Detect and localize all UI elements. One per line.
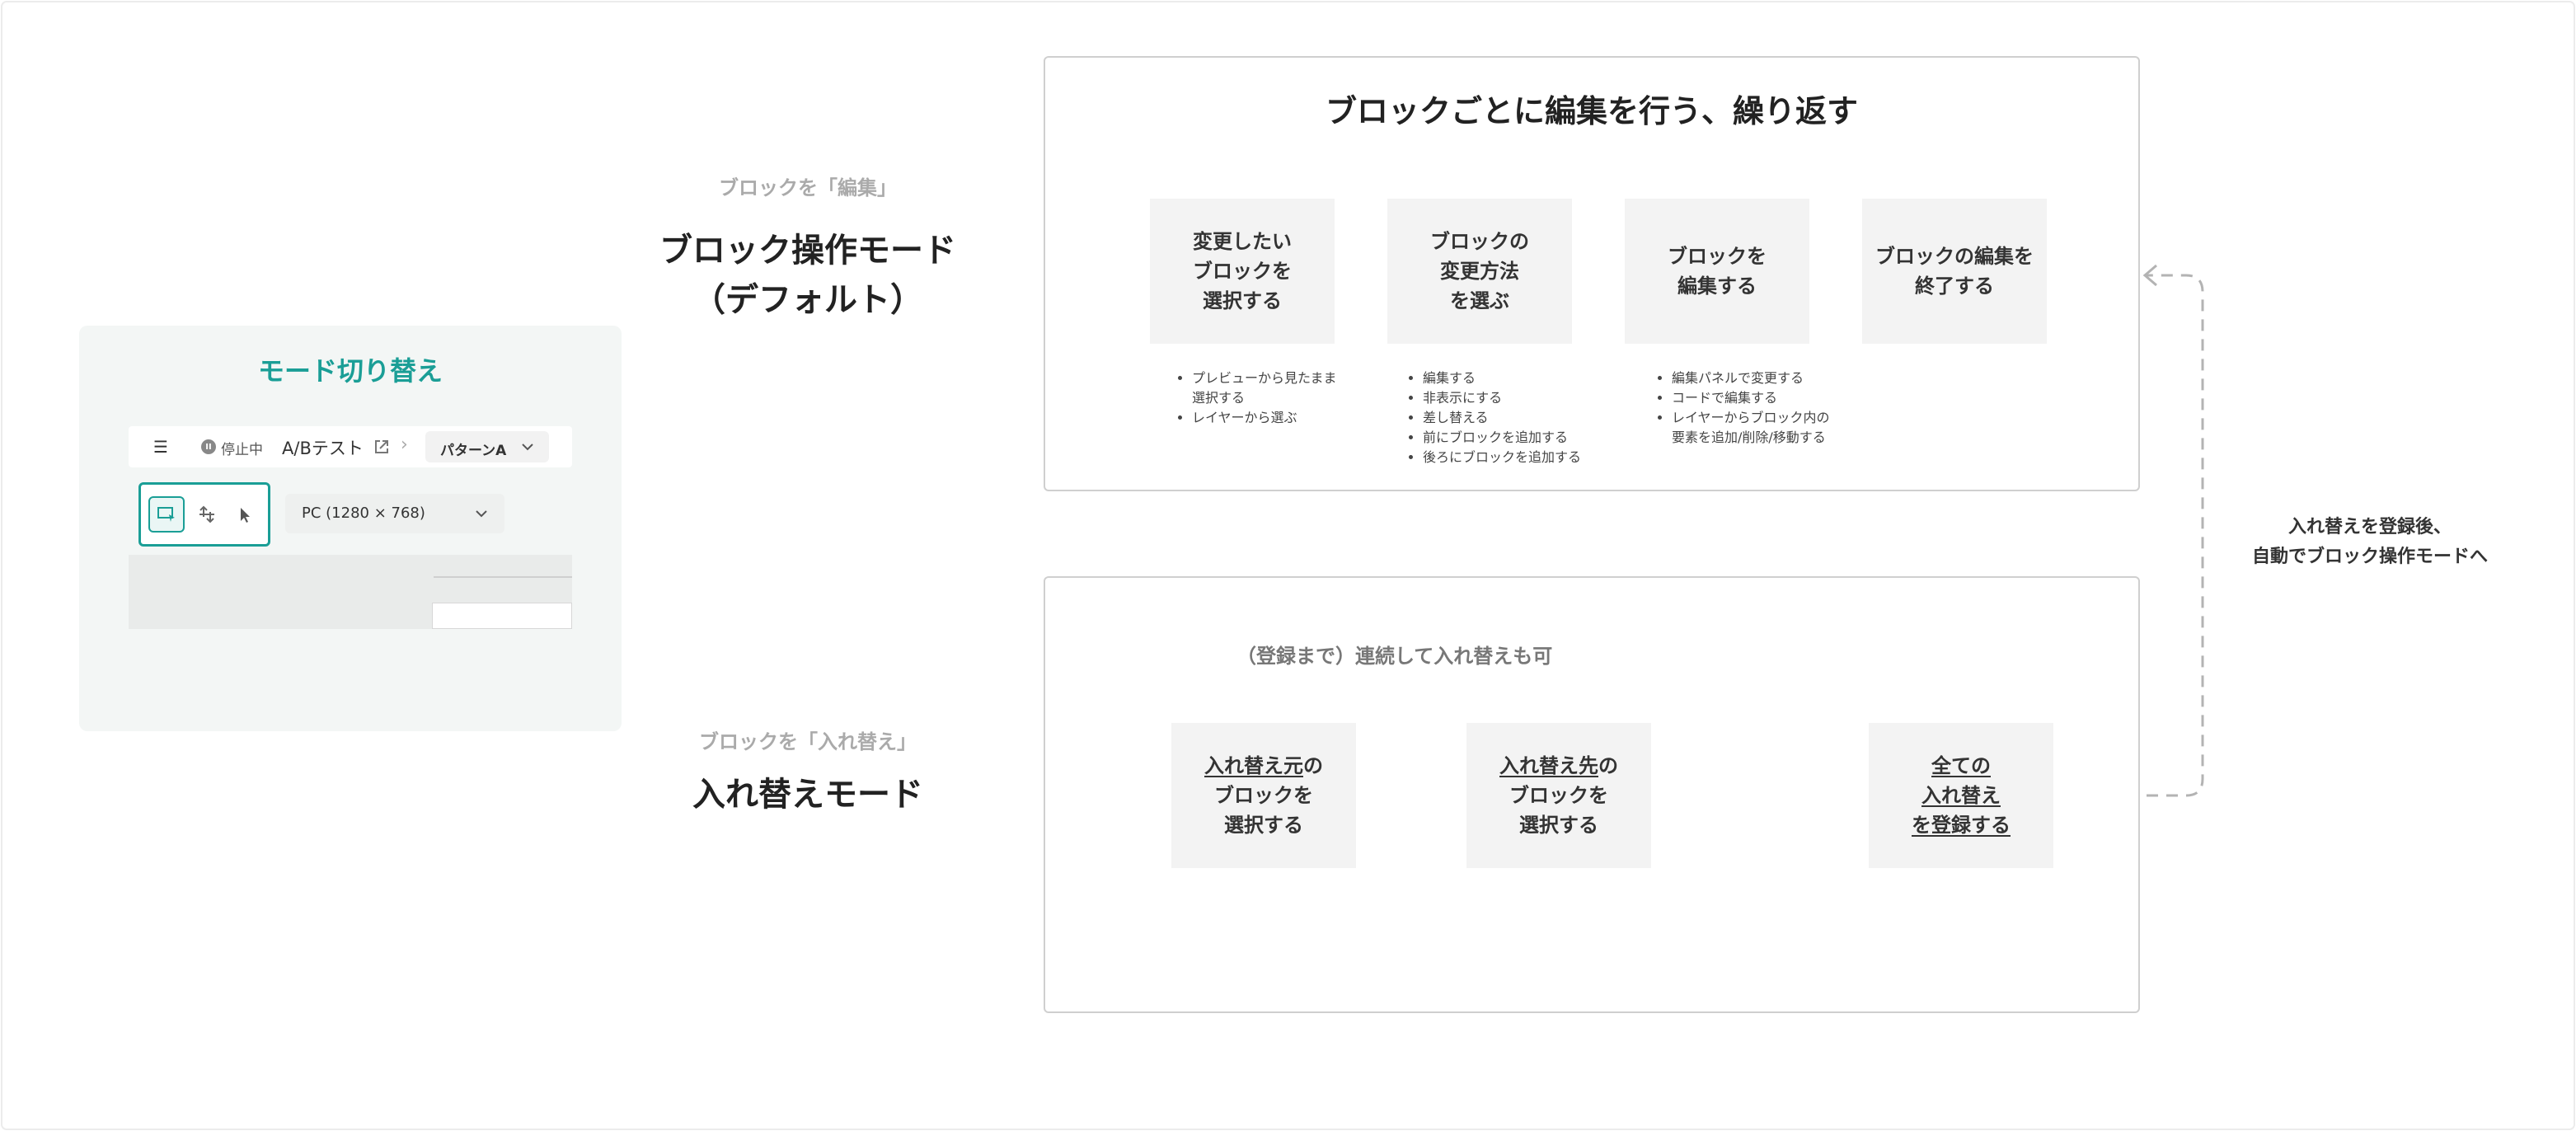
pointer-icon — [241, 508, 250, 523]
step-line: 入れ替え元の — [1204, 754, 1323, 777]
block-mode-caption: ブロックを「編集」 — [719, 176, 897, 199]
notes-edit-block: 編集パネルで変更する コードで編集する レイヤーからブロック内の要素を追加/削除… — [1657, 368, 1830, 448]
step-line: を登録する — [1912, 814, 2011, 837]
block-mode-title-line1: ブロック操作モード — [659, 232, 956, 270]
step-line: ブロックを — [1193, 260, 1292, 283]
step-select-source: 入れ替え元の ブロックを 選択する — [1171, 723, 1356, 868]
note-item: レイヤーから選ぶ — [1192, 408, 1337, 428]
step-register-swaps: 全ての 入れ替え を登録する — [1869, 723, 2053, 868]
return-note: 入れ替えを登録後、 自動でブロック操作モードへ — [2217, 513, 2522, 572]
step-line: ブロックを — [1668, 245, 1767, 268]
step-finish-edit: ブロックの編集を終了する — [1862, 199, 2047, 344]
pause-icon: II — [201, 439, 216, 454]
return-connector — [2147, 274, 2204, 797]
step-line: ブロックの — [1430, 230, 1529, 253]
step-line: 入れ替え先の — [1499, 754, 1618, 777]
step-line: 選択する — [1224, 814, 1303, 837]
step-line: 全ての — [1931, 754, 1991, 777]
note-item: 編集する — [1423, 368, 1581, 388]
pattern-select[interactable]: パターンA — [425, 431, 549, 462]
preview-area — [129, 555, 572, 629]
step-line: ブロックを — [1214, 784, 1313, 807]
status-label: 停止中 — [221, 442, 263, 458]
step-line: 編集する — [1677, 275, 1757, 298]
swap-mode-caption: ブロックを「入れ替え」 — [699, 730, 917, 753]
preview-divider — [434, 576, 572, 578]
step-line: 選択する — [1203, 289, 1282, 312]
return-note-line: 入れ替えを登録後、 — [2287, 517, 2452, 537]
preview-block — [432, 603, 572, 629]
notes-choose-method: 編集する 非表示にする 差し替える 前にブロックを追加する 後ろにブロックを追加… — [1408, 368, 1581, 467]
step-select-block: 変更したいブロックを選択する — [1150, 199, 1335, 344]
test-name[interactable]: A/Bテスト — [282, 439, 364, 458]
step-line: を選ぶ — [1450, 289, 1509, 312]
step-line: ブロックの編集を — [1875, 245, 2034, 268]
block-select-icon — [157, 507, 175, 522]
pointer-mode-button[interactable] — [228, 496, 261, 533]
note-item: 編集パネルで変更する — [1672, 368, 1830, 388]
top-toolbar: ☰ II 停止中 A/Bテスト › パターンA — [129, 426, 572, 467]
block-mode-button[interactable] — [148, 496, 185, 533]
step-line: 変更方法 — [1440, 260, 1519, 283]
step-line: ブロックを — [1509, 784, 1608, 807]
pattern-label: パターンA — [440, 443, 507, 459]
note-item: 差し替える — [1423, 408, 1581, 428]
swap-loop-note: （登録まで）連続して入れ替えも可 — [1236, 645, 1553, 668]
mode-switch-title: モード切り替え — [257, 355, 443, 387]
swap-icon — [199, 505, 214, 523]
mode-toggle-group — [138, 482, 270, 547]
block-mode-title-line2: （デフォルト） — [692, 281, 923, 319]
note-item: 前にブロックを追加する — [1423, 428, 1581, 448]
step-choose-method: ブロックの変更方法を選ぶ — [1387, 199, 1572, 344]
mode-switch-panel: モード切り替え ☰ II 停止中 A/Bテスト › パターンA — [79, 326, 622, 731]
return-note-line: 自動でブロック操作モードへ — [2251, 547, 2488, 567]
note-item: 非表示にする — [1423, 388, 1581, 408]
note-item: コードで編集する — [1672, 388, 1830, 408]
step-line: 選択する — [1519, 814, 1598, 837]
chevron-down-icon — [522, 443, 533, 451]
note-item: 後ろにブロックを追加する — [1423, 448, 1581, 467]
chevron-right-icon: › — [401, 434, 408, 455]
return-arrowhead — [2142, 264, 2157, 287]
swap-mode-button[interactable] — [190, 496, 223, 533]
step-line: 変更したい — [1193, 230, 1292, 253]
chevron-down-icon — [476, 510, 487, 518]
device-label: PC (1280 × 768) — [302, 504, 425, 522]
menu-icon[interactable]: ☰ — [153, 437, 168, 457]
block-mode-panel-title: ブロックごとに編集を行う、繰り返す — [1325, 93, 1858, 129]
step-select-target: 入れ替え先の ブロックを 選択する — [1466, 723, 1651, 868]
step-line: 終了する — [1915, 275, 1994, 298]
step-edit-block: ブロックを編集する — [1625, 199, 1809, 344]
device-select[interactable]: PC (1280 × 768) — [285, 494, 504, 533]
external-link-icon[interactable] — [373, 438, 391, 456]
step-line: 入れ替え — [1921, 784, 2001, 807]
swap-mode-title: 入れ替えモード — [692, 776, 923, 814]
